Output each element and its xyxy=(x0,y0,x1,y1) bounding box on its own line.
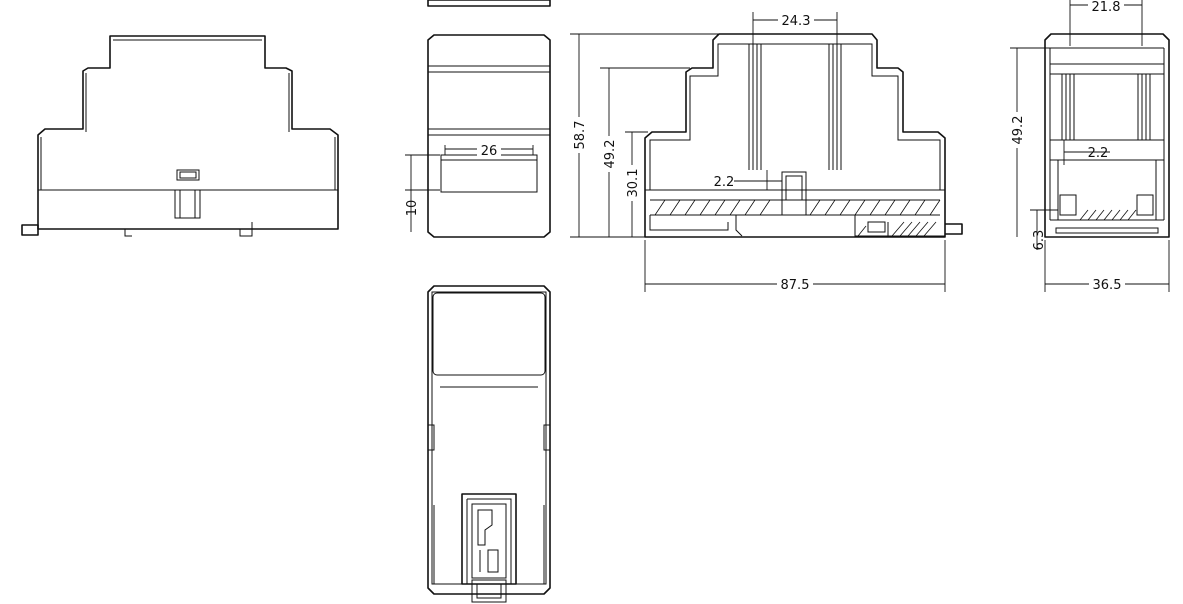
dim-label-bg-36-5 xyxy=(1089,276,1125,291)
bottom-view-inner-frame xyxy=(431,291,547,585)
dim-label-bg-49-2-end xyxy=(1010,112,1024,148)
end-view-rail-slot xyxy=(1055,227,1159,234)
dim-label-bg-26 xyxy=(477,142,501,156)
end-view-outline xyxy=(1044,33,1170,238)
end-view-pin-left xyxy=(1061,74,1075,140)
bottom-view-top-window xyxy=(432,292,546,376)
bottom-view-release-tab-inner xyxy=(476,583,502,599)
section-pin-left xyxy=(748,44,762,170)
front-view-rail-left xyxy=(21,224,39,236)
dim-label-bg-30-1 xyxy=(625,165,639,201)
end-view-latch-right xyxy=(1136,194,1154,216)
bottom-view-side-notch-right xyxy=(543,424,551,451)
front-view-inner-step xyxy=(40,39,336,190)
dim-label-2-2-section: 2.2 xyxy=(714,175,735,190)
section-view-inner-wall xyxy=(649,43,941,190)
side-view-outline xyxy=(427,34,551,238)
bottom-view xyxy=(427,285,551,603)
end-view-inner xyxy=(1050,47,1164,221)
section-rail-left xyxy=(649,215,743,237)
front-view-led-inner xyxy=(179,171,197,179)
side-view: 26 10 xyxy=(405,0,551,238)
dim-label-bg-24-3 xyxy=(778,12,814,27)
dim-label-58-7: 58.7 xyxy=(573,121,588,150)
bottom-view-side-lines xyxy=(433,505,545,584)
dim-label-36-5: 36.5 xyxy=(1093,278,1122,293)
end-view-latch-left xyxy=(1059,194,1077,216)
dim-label-bg-87-5 xyxy=(777,276,813,291)
top-view-bottom-edge xyxy=(427,0,551,7)
dim-label-26: 26 xyxy=(481,144,498,159)
dim-label-49-2-end: 49.2 xyxy=(1011,116,1026,145)
dim-label-24-3: 24.3 xyxy=(782,14,811,29)
end-view-walls xyxy=(1049,48,1165,220)
dim-label-49-2-side: 49.2 xyxy=(603,140,618,169)
section-rail-tab xyxy=(945,223,963,235)
bottom-view-clip-slot xyxy=(477,509,499,573)
end-section-view: 21.8 49.2 2.2 6.3 36.5 xyxy=(1010,0,1170,293)
end-view-hatching xyxy=(1079,209,1137,221)
dim-label-bg-49-2 xyxy=(602,136,616,172)
section-rail-right xyxy=(854,215,945,237)
bottom-view-din-clip xyxy=(461,493,517,585)
front-view xyxy=(21,35,339,237)
front-view-outline xyxy=(37,35,339,230)
bottom-view-side-notch-left xyxy=(427,424,435,451)
section-view-outer xyxy=(644,33,946,238)
dim-label-6-3: 6.3 xyxy=(1032,230,1047,251)
section-pin-right xyxy=(828,44,842,170)
dim-label-bg-21-8 xyxy=(1088,0,1124,12)
section-view: 24.3 58.7 49.2 30.1 2.2 87.5 xyxy=(570,12,963,293)
end-view-pin-right xyxy=(1137,74,1151,140)
bottom-view-outline xyxy=(427,285,551,595)
dim-label-21-8: 21.8 xyxy=(1092,0,1121,15)
front-view-clip xyxy=(174,190,201,219)
bottom-view-release-tab xyxy=(471,579,507,603)
dim-label-30-1: 30.1 xyxy=(626,169,641,198)
front-view-led-window xyxy=(176,169,200,181)
side-view-window xyxy=(440,154,538,193)
front-view-rail-notches xyxy=(124,222,253,237)
dim-label-10: 10 xyxy=(405,200,420,217)
section-center-clip xyxy=(781,171,807,215)
section-rail-hatching xyxy=(857,221,937,237)
dim-label-bg-58-7 xyxy=(572,117,586,153)
dim-label-87-5: 87.5 xyxy=(781,278,810,293)
dim-label-2-2-end: 2.2 xyxy=(1088,146,1109,161)
side-view-steps xyxy=(428,65,550,136)
bottom-view-din-clip-inner xyxy=(466,498,512,584)
section-base-hatching xyxy=(654,199,941,216)
